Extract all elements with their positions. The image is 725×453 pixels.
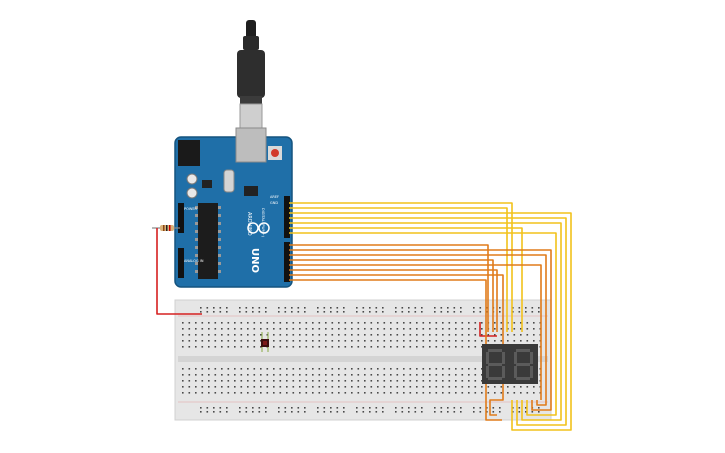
gnd-label: GND	[270, 201, 278, 205]
digital-header-label: DIGITAL (PWM~)	[261, 208, 265, 238]
wire-yellow-6	[289, 227, 523, 332]
wire-red-right	[479, 322, 497, 337]
wire-orange-3	[289, 254, 547, 406]
led-icon[interactable]	[261, 332, 269, 352]
wire-yellow-7	[289, 232, 557, 416]
arduino-logo	[247, 222, 270, 234]
wire-yellow-2	[289, 207, 508, 332]
wire-yellow-5	[289, 222, 562, 421]
wire-orange-4	[289, 259, 494, 332]
wire-yellow-3	[289, 212, 572, 431]
wires	[156, 202, 572, 431]
arduino-uno-board[interactable]: ARDUINO UNO POWER ANALOG IN AREF GND DIG…	[174, 127, 293, 288]
usb-cable-icon[interactable]	[237, 20, 265, 131]
resistor-icon[interactable]	[152, 225, 180, 231]
board-model: UNO	[249, 248, 260, 273]
wire-yellow-4	[289, 217, 567, 426]
wire-red-left	[156, 228, 202, 315]
aref-label: AREF	[270, 195, 279, 199]
reset-button[interactable]	[268, 146, 282, 160]
analog-label: ANALOG IN	[184, 259, 204, 263]
board-brand: ARDUINO	[246, 212, 252, 236]
power-label: POWER	[184, 207, 198, 211]
wire-orange-5	[289, 264, 542, 400]
wire-orange-6	[289, 269, 498, 332]
wire-orange-7	[289, 274, 504, 416]
wire-orange-2	[289, 249, 552, 411]
seven-segment-display-icon[interactable]	[482, 344, 538, 384]
wire-orange-1	[289, 244, 489, 332]
wire-yellow-1	[289, 202, 513, 332]
breadboard-holes	[182, 307, 542, 413]
